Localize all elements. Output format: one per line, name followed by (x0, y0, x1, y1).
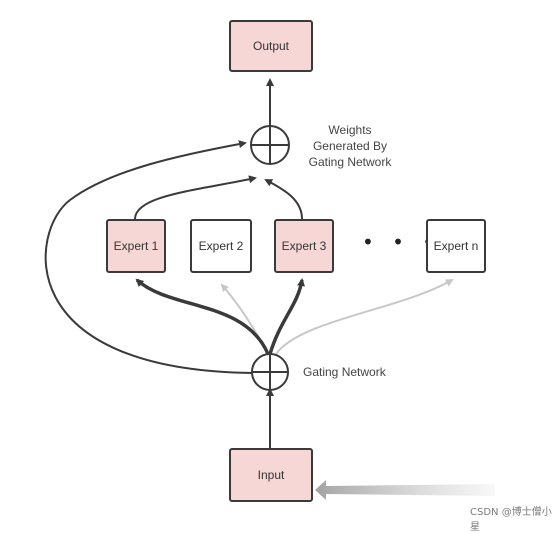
expert1-to-weights-arrow (134, 175, 257, 220)
expert-1-node: Expert 1 (106, 219, 166, 273)
expert-2-node: Expert 2 (190, 219, 252, 273)
gating-network-label: Gating Network (303, 365, 386, 379)
watermark: CSDN @博士僧小星 (470, 507, 552, 533)
gating-to-expert3-arrow (268, 278, 305, 355)
moe-diagram (44, 78, 495, 500)
weights-sum-node (250, 125, 290, 165)
weights-label-line1: Weights (328, 123, 372, 137)
weights-label: Weights Generated By Gating Network (300, 122, 400, 170)
expert-3-node: Expert 3 (274, 219, 334, 273)
gating-sum-node (251, 353, 289, 391)
expert-n-node: Expert n (426, 219, 486, 273)
gating-to-expert1-arrow (135, 278, 270, 355)
weights-label-line2: Generated By (312, 139, 388, 153)
output-node: Output (229, 20, 313, 72)
weights-label-line3: Gating Network (308, 155, 392, 169)
gating-to-weights-curve (44, 140, 253, 374)
input-node: Input (229, 448, 313, 502)
expert3-to-weights-arrow (264, 179, 303, 220)
gating-to-expertn-arrow (275, 279, 454, 355)
ellipsis: • • • (362, 230, 441, 254)
faded-input-arrow-icon (315, 480, 495, 500)
